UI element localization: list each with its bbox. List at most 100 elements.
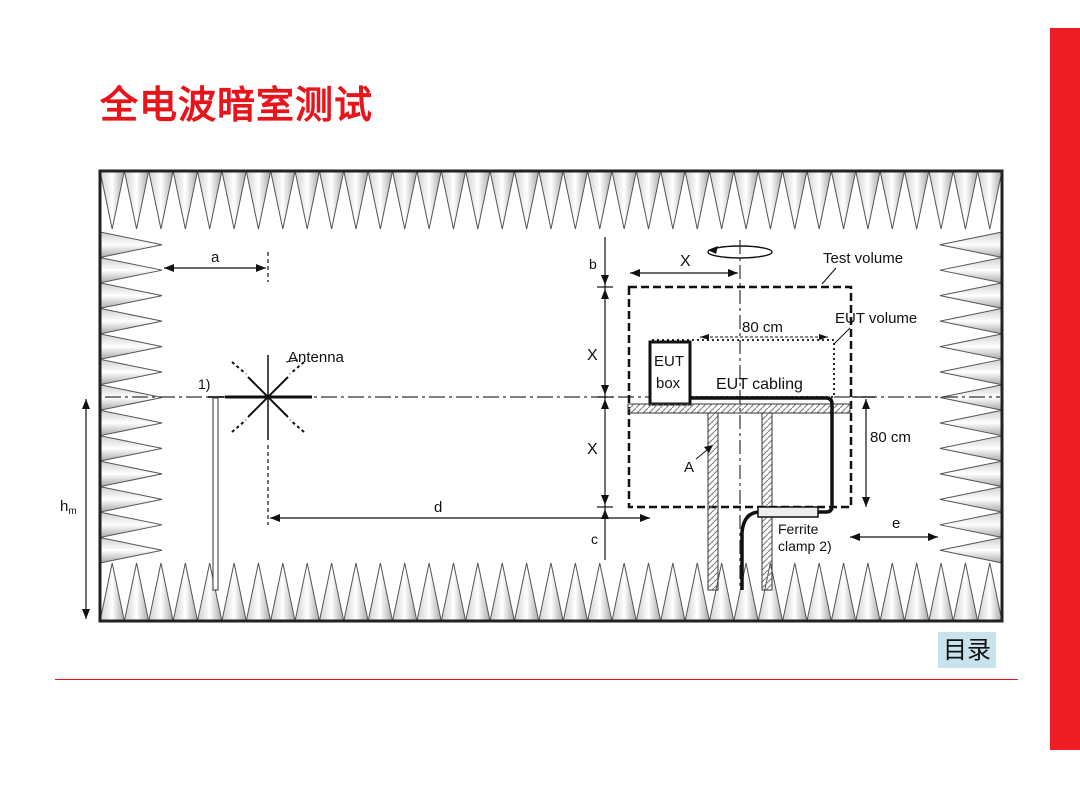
absorber-cone bbox=[148, 170, 174, 230]
absorber-cone bbox=[855, 562, 881, 622]
absorber-cone bbox=[757, 170, 784, 230]
absorber-cone bbox=[939, 435, 1003, 462]
absorber-cone bbox=[903, 170, 930, 230]
absorber-cone bbox=[343, 562, 369, 622]
absorber-cone bbox=[928, 562, 954, 622]
eut-box-label-line1: EUT bbox=[654, 353, 684, 370]
a-marker bbox=[695, 445, 713, 460]
distance-e-arrow bbox=[850, 533, 938, 541]
absorber-cone bbox=[489, 562, 516, 622]
absorber-cone bbox=[123, 562, 150, 622]
distance-a-arrow bbox=[164, 252, 269, 282]
absorber-cone bbox=[513, 170, 540, 230]
absorber-cone bbox=[928, 170, 954, 230]
dimension-80cm-horizontal-label: 80 cm bbox=[742, 319, 783, 336]
absorber-cone bbox=[99, 409, 163, 437]
absorber-cone bbox=[99, 536, 163, 564]
absorber-cone bbox=[562, 562, 589, 622]
distance-d-label: d bbox=[434, 499, 442, 516]
eut-box-label-line2: box bbox=[656, 375, 681, 392]
ferrite-label-line1: Ferrite bbox=[778, 521, 819, 537]
distance-d-arrow bbox=[267, 445, 650, 525]
absorber-cone bbox=[294, 562, 321, 622]
absorber-cone bbox=[684, 562, 711, 622]
height-hm-arrow bbox=[82, 399, 90, 619]
absorber-cone bbox=[939, 409, 1003, 437]
a-marker-label: A bbox=[684, 459, 694, 476]
eut-volume-leader bbox=[833, 327, 851, 345]
absorber-cones-floor bbox=[99, 562, 1003, 622]
absorber-cone bbox=[99, 460, 163, 488]
absorber-cone bbox=[952, 562, 979, 622]
absorber-cone bbox=[635, 562, 662, 622]
absorber-cone bbox=[221, 170, 247, 230]
absorber-cone bbox=[939, 358, 1003, 386]
dimension-80cm-vertical-arrow bbox=[852, 396, 875, 507]
absorber-cone bbox=[221, 562, 247, 622]
x-top-label: X bbox=[680, 253, 691, 270]
absorber-cone bbox=[977, 170, 1003, 230]
absorber-cone bbox=[660, 562, 686, 622]
absorber-cone bbox=[391, 170, 418, 230]
table-of-contents-button[interactable]: 目录 bbox=[938, 632, 996, 668]
absorber-cone bbox=[99, 307, 163, 335]
absorber-cone bbox=[939, 536, 1003, 564]
absorber-cone bbox=[660, 170, 686, 230]
note-1-label: 1) bbox=[198, 376, 210, 392]
footer-divider bbox=[55, 679, 1018, 680]
eut-cable bbox=[690, 396, 834, 590]
vertical-dimension-chain bbox=[597, 237, 613, 560]
absorber-cone bbox=[416, 562, 442, 622]
absorber-cone bbox=[939, 307, 1003, 335]
ferrite-label-line2: clamp 2) bbox=[778, 538, 832, 554]
absorber-cone bbox=[879, 170, 906, 230]
absorber-cone bbox=[903, 562, 930, 622]
absorber-cone bbox=[781, 562, 808, 622]
absorber-cone bbox=[440, 562, 467, 622]
dimension-80cm-horizontal-arrow bbox=[700, 334, 828, 340]
antenna-leader bbox=[285, 359, 299, 363]
eut-cabling-label: EUT cabling bbox=[716, 376, 803, 393]
absorber-cone bbox=[538, 170, 564, 230]
absorber-cone bbox=[781, 170, 808, 230]
test-volume-label: Test volume bbox=[823, 250, 903, 267]
absorber-cone bbox=[733, 170, 759, 230]
distance-b-label: b bbox=[589, 256, 597, 272]
absorber-cone bbox=[391, 562, 418, 622]
absorber-cone bbox=[708, 170, 735, 230]
absorber-cone bbox=[830, 170, 857, 230]
absorber-cone bbox=[513, 562, 540, 622]
antenna-mast bbox=[212, 397, 219, 591]
absorber-cone bbox=[343, 170, 369, 230]
absorber-cone bbox=[952, 170, 979, 230]
absorber-cone bbox=[172, 170, 199, 230]
absorber-cone bbox=[830, 562, 857, 622]
absorber-cone bbox=[99, 358, 163, 386]
absorber-cone bbox=[367, 170, 394, 230]
absorber-cone bbox=[586, 562, 613, 622]
absorber-cone bbox=[939, 460, 1003, 488]
absorber-cone bbox=[855, 170, 881, 230]
absorber-cone bbox=[489, 170, 516, 230]
absorber-cone bbox=[99, 333, 163, 360]
absorber-cone bbox=[99, 170, 125, 230]
absorber-cone bbox=[939, 231, 1003, 259]
absorber-cone bbox=[806, 562, 832, 622]
absorber-cone bbox=[465, 562, 491, 622]
absorber-cone bbox=[318, 562, 345, 622]
absorber-cone bbox=[367, 562, 394, 622]
absorber-cone bbox=[465, 170, 491, 230]
absorber-cone bbox=[440, 170, 467, 230]
absorber-cone bbox=[733, 562, 759, 622]
eut-volume-label: EUT volume bbox=[835, 310, 917, 327]
absorber-cone bbox=[99, 511, 163, 539]
height-hm-label: hm bbox=[60, 498, 77, 517]
absorber-cone bbox=[611, 170, 637, 230]
eut-box bbox=[648, 340, 692, 406]
page-title: 全电波暗室测试 bbox=[100, 83, 374, 127]
absorber-cone bbox=[99, 282, 163, 309]
absorber-cone bbox=[806, 170, 832, 230]
absorber-cone bbox=[635, 170, 662, 230]
absorber-cone bbox=[939, 511, 1003, 539]
ferrite-clamp bbox=[757, 506, 819, 518]
